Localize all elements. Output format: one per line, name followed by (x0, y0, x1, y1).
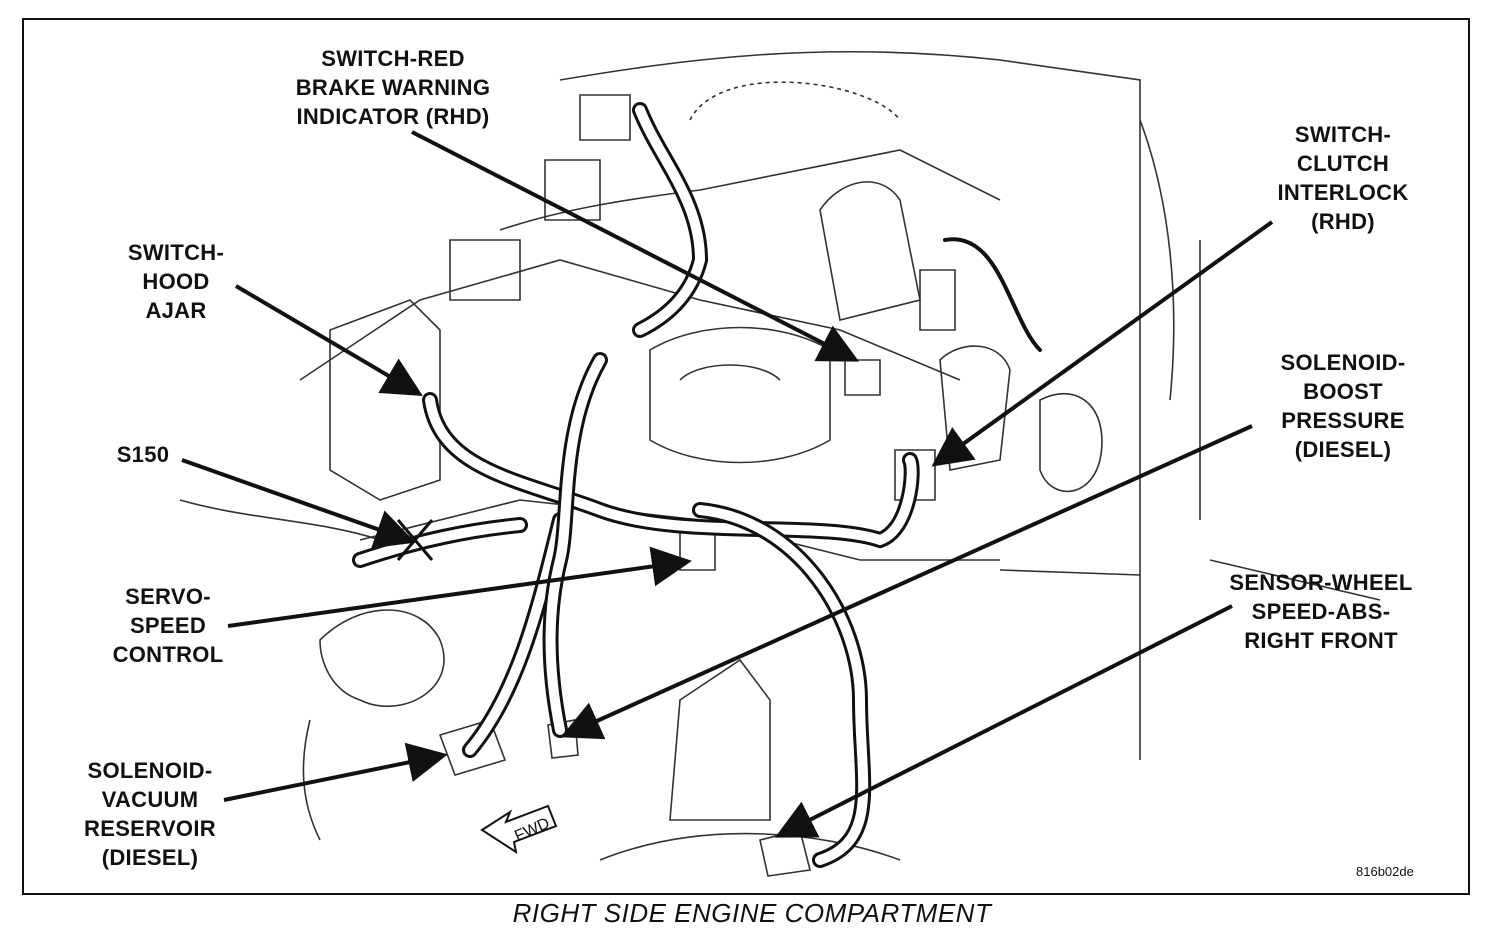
leader-sensor-wheel (774, 604, 1233, 838)
label-servo-speed-control: SERVO- SPEED CONTROL (112, 584, 224, 667)
label-solenoid-vacuum-reservoir: SOLENOID- VACUUM RESERVOIR (DIESEL) (84, 758, 216, 870)
label-switch-clutch-interlock: SWITCH- CLUTCH INTERLOCK (RHD) (1277, 122, 1409, 234)
label-s150: S150 (116, 442, 170, 467)
engine-line-art (179, 50, 1381, 877)
label-sensor-wheel-speed-abs: SENSOR-WHEEL SPEED-ABS- RIGHT FRONT (1229, 570, 1413, 653)
leader-lines (181, 130, 1274, 838)
fwd-arrow (480, 804, 558, 855)
label-solenoid-boost-pressure: SOLENOID- BOOST PRESSURE (DIESEL) (1280, 350, 1406, 462)
leader-switch-red-brake (411, 130, 860, 362)
label-switch-red-brake-warning: SWITCH-RED BRAKE WARNING INDICATOR (RHD) (295, 46, 491, 129)
leader-solenoid-vacuum (223, 742, 448, 802)
figure-caption: RIGHT SIDE ENGINE COMPARTMENT (512, 898, 992, 928)
leader-s150 (181, 458, 416, 549)
leader-solenoid-boost (560, 424, 1253, 740)
label-switch-hood-ajar: SWITCH- HOOD AJAR (127, 240, 225, 323)
drawing-id: 816b02de (1356, 864, 1414, 879)
wiring-harness (352, 102, 1042, 868)
leader-servo-speed (227, 546, 692, 628)
leader-switch-hood (234, 284, 423, 397)
diagram-frame (22, 18, 1470, 895)
leader-switch-clutch (931, 220, 1274, 467)
